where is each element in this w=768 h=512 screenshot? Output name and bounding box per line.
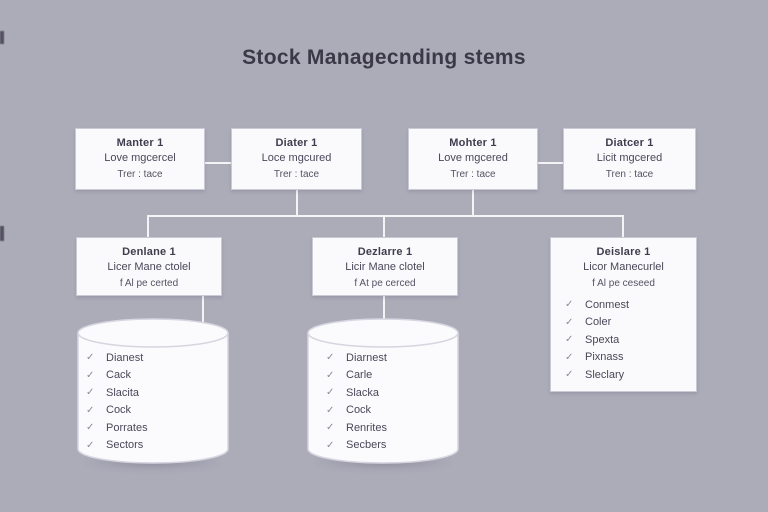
cylinder-top-ellipse: [77, 318, 229, 348]
check-icon: ✓: [326, 387, 335, 399]
check-item: ✓ Cock: [86, 402, 148, 420]
check-label: Slacita: [106, 386, 140, 399]
check-label: Cock: [106, 404, 132, 417]
side-checklist: ✓ Conmest ✓ Coler ✓ Spexta ✓ Pixnass ✓ S…: [565, 296, 629, 384]
check-label: Cock: [346, 404, 372, 417]
check-item: ✓ Diarnest: [326, 349, 387, 367]
check-label: Secbers: [346, 439, 387, 452]
check-item: ✓ Coler: [565, 314, 629, 332]
node-detail: f Al pe certed: [119, 278, 179, 289]
check-item: ✓ Dianest: [86, 349, 148, 367]
check-item: ✓ Slacita: [86, 384, 148, 402]
check-icon: ✓: [565, 316, 574, 328]
check-label: Sleclary: [585, 368, 625, 381]
node-title: Diatcer 1: [605, 137, 654, 149]
check-label: Carle: [346, 369, 373, 382]
check-icon: ✓: [86, 439, 95, 451]
check-icon: ✓: [565, 369, 574, 381]
check-icon: ✓: [326, 352, 335, 364]
check-icon: ✓: [326, 422, 335, 434]
node-title: Dezlarre 1: [357, 246, 413, 258]
check-item: ✓ Spexta: [565, 331, 629, 349]
cylinder-top-ellipse: [307, 318, 459, 348]
node-detail: f Al pe ceseed: [592, 278, 655, 289]
check-label: Cack: [106, 369, 132, 382]
check-icon: ✓: [326, 439, 335, 451]
check-icon: ✓: [565, 299, 574, 311]
node-title: Diater 1: [275, 137, 318, 149]
database-2-checklist: ✓ Diarnest ✓ Carle ✓ Slacka ✓ Cock ✓ Ren…: [326, 349, 387, 454]
diagram-title: Stock Managecnding stems: [242, 46, 526, 69]
node-subtitle: Licir Mane clotel: [345, 261, 425, 273]
mid-node-3: Deislare 1 Licor Manecurlel f Al pe cese…: [550, 237, 697, 392]
node-title: Manter 1: [116, 137, 164, 149]
node-subtitle: Love mgcercel: [104, 152, 176, 164]
check-label: Spexta: [585, 333, 620, 346]
check-label: Renrites: [346, 421, 387, 434]
check-icon: ✓: [565, 351, 574, 363]
node-title: Mohter 1: [449, 137, 497, 149]
check-item: ✓ Cock: [326, 402, 387, 420]
node-detail: Tren : tace: [605, 169, 654, 180]
check-label: Porrates: [106, 421, 148, 434]
database-1-checklist: ✓ Dianest ✓ Cack ✓ Slacita ✓ Cock ✓ Porr…: [86, 349, 148, 454]
top-node-4: Diatcer 1 Licit mgcered Tren : tace: [563, 128, 696, 190]
top-node-1: Manter 1 Love mgcercel Trer : tace: [75, 128, 205, 190]
node-subtitle: Licor Manecurlel: [583, 261, 664, 273]
check-item: ✓ Sleclary: [565, 366, 629, 384]
check-item: ✓ Cack: [86, 367, 148, 385]
check-label: Slacka: [346, 386, 380, 399]
top-node-3: Mohter 1 Love mgcered Trer : tace: [408, 128, 538, 190]
check-item: ✓ Secbers: [326, 437, 387, 455]
check-icon: ✓: [326, 404, 335, 416]
check-item: ✓ Renrites: [326, 419, 387, 437]
check-label: Dianest: [106, 351, 144, 364]
node-detail: f At pe cerced: [354, 278, 416, 289]
node-title: Deislare 1: [596, 246, 651, 258]
check-item: ✓ Sectors: [86, 437, 148, 455]
node-detail: Trer : tace: [450, 169, 496, 180]
database-cylinder-2: [307, 318, 459, 464]
check-icon: ✓: [86, 422, 95, 434]
node-title: Denlane 1: [122, 246, 176, 258]
database-cylinder-1: [77, 318, 229, 464]
check-icon: ✓: [86, 387, 95, 399]
check-icon: ✓: [86, 369, 95, 381]
node-subtitle: Licer Mane ctolel: [107, 261, 191, 273]
check-item: ✓ Porrates: [86, 419, 148, 437]
top-node-2: Diater 1 Loce mgcured Trer : tace: [231, 128, 362, 190]
edge-artifact: [0, 31, 4, 44]
node-subtitle: Licit mgcered: [596, 152, 663, 164]
check-item: ✓ Conmest: [565, 296, 629, 314]
check-label: Sectors: [106, 439, 144, 452]
mid-node-2: Dezlarre 1 Licir Mane clotel f At pe cer…: [312, 237, 458, 296]
check-label: Diarnest: [346, 351, 387, 364]
check-item: ✓ Carle: [326, 367, 387, 385]
check-icon: ✓: [86, 352, 95, 364]
check-label: Coler: [585, 316, 612, 329]
mid-node-1: Denlane 1 Licer Mane ctolel f Al pe cert…: [76, 237, 222, 296]
check-item: ✓ Slacka: [326, 384, 387, 402]
edge-artifact: [0, 226, 4, 241]
node-subtitle: Love mgcered: [438, 152, 508, 164]
check-item: ✓ Pixnass: [565, 349, 629, 367]
check-icon: ✓: [86, 404, 95, 416]
check-label: Pixnass: [585, 351, 624, 364]
node-detail: Trer : tace: [117, 169, 163, 180]
node-subtitle: Loce mgcured: [261, 152, 332, 164]
check-icon: ✓: [565, 334, 574, 346]
node-detail: Trer : tace: [273, 169, 320, 180]
check-label: Conmest: [585, 298, 630, 311]
check-icon: ✓: [326, 369, 335, 381]
